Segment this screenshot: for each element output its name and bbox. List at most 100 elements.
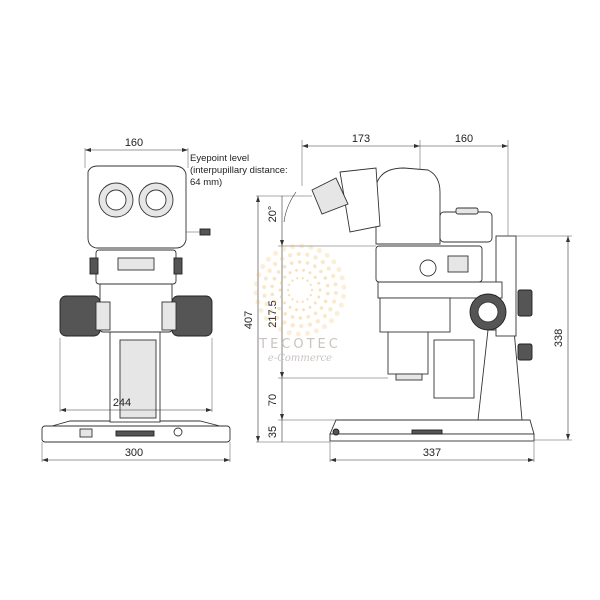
side-pillar-clamp bbox=[517, 343, 533, 361]
watermark-dot bbox=[308, 305, 312, 309]
watermark-dot bbox=[283, 275, 287, 279]
dim-front-160: 160 bbox=[125, 137, 143, 149]
front-column-inner bbox=[119, 339, 157, 419]
dim-70: 70 bbox=[267, 394, 279, 406]
watermark-dot bbox=[260, 264, 266, 269]
watermark-dot bbox=[306, 279, 309, 282]
watermark-dot bbox=[341, 293, 346, 299]
watermark-dot bbox=[295, 308, 298, 312]
dim-angle-arc bbox=[283, 191, 297, 223]
watermark-dot bbox=[299, 323, 304, 329]
watermark-dot bbox=[331, 273, 336, 279]
watermark-dot bbox=[283, 301, 287, 305]
watermark-dot bbox=[291, 298, 294, 301]
eyepoint-note-line1: Eyepoint level bbox=[190, 153, 249, 164]
front-head-lever-tip bbox=[199, 228, 211, 236]
watermark-dot bbox=[281, 246, 287, 252]
watermark-dot bbox=[288, 294, 291, 297]
side-illuminator bbox=[433, 339, 475, 399]
front-knob-hub-right bbox=[161, 301, 177, 331]
watermark-dot bbox=[313, 301, 317, 305]
watermark-dot bbox=[313, 264, 317, 269]
watermark-dot bbox=[270, 292, 275, 297]
watermark-dot bbox=[288, 283, 291, 286]
watermark-tagline: e-Commerce bbox=[268, 353, 332, 364]
side-head-front bbox=[439, 211, 493, 243]
watermark-dot bbox=[269, 309, 274, 314]
watermark-dot bbox=[256, 272, 262, 278]
watermark-dot bbox=[296, 251, 301, 257]
watermark-dot bbox=[329, 318, 334, 324]
side-head-button bbox=[455, 207, 479, 215]
front-knob-hub-left bbox=[95, 301, 111, 331]
watermark-dot bbox=[278, 327, 284, 332]
watermark-dot bbox=[322, 313, 328, 319]
watermark-dot bbox=[328, 307, 333, 312]
watermark-dot bbox=[313, 328, 319, 334]
watermark-dot bbox=[305, 330, 310, 336]
front-zoom-knob-right bbox=[173, 257, 183, 275]
watermark-dot bbox=[302, 268, 305, 272]
front-focus-knob-left bbox=[59, 295, 101, 337]
eyepoint-note-line2: (interpupillary distance: bbox=[190, 165, 288, 176]
watermark-dot bbox=[326, 291, 330, 296]
front-eyepiece-left-lens bbox=[105, 189, 127, 211]
watermark-dot bbox=[296, 277, 299, 280]
watermark-dot bbox=[341, 284, 347, 290]
watermark-dot bbox=[333, 282, 338, 287]
watermark-dot bbox=[336, 267, 342, 272]
watermark-dot bbox=[309, 283, 312, 286]
watermark-dot bbox=[301, 277, 304, 280]
watermark-dot bbox=[263, 276, 269, 281]
watermark-dot bbox=[270, 284, 275, 289]
watermark-dot bbox=[307, 322, 313, 327]
dim-217-5: 217.5 bbox=[267, 300, 279, 328]
watermark-sunburst-icon bbox=[253, 243, 347, 337]
dim-side-160: 160 bbox=[455, 133, 473, 145]
watermark-dot bbox=[315, 319, 321, 324]
watermark-dot bbox=[322, 324, 327, 330]
watermark-dot bbox=[298, 316, 303, 320]
side-base-foot bbox=[332, 428, 340, 436]
watermark-dot bbox=[313, 275, 317, 279]
dim-407: 407 bbox=[243, 311, 255, 329]
watermark-dot bbox=[319, 269, 323, 274]
watermark-dot bbox=[306, 315, 311, 319]
watermark-dot bbox=[279, 256, 285, 261]
side-zoom-knob bbox=[419, 259, 437, 277]
watermark-dot bbox=[286, 288, 290, 292]
front-view bbox=[41, 165, 231, 443]
dim-angle-20: 20° bbox=[267, 206, 279, 223]
watermark-dot bbox=[313, 311, 318, 316]
side-focus-knob-hub bbox=[477, 301, 499, 323]
dim-35: 35 bbox=[267, 426, 279, 438]
watermark-dot bbox=[270, 322, 276, 328]
watermark-dot bbox=[295, 331, 301, 337]
side-body-panel bbox=[447, 255, 469, 273]
watermark-dot bbox=[339, 275, 345, 281]
watermark-dot bbox=[264, 301, 269, 307]
watermark-dot bbox=[276, 270, 281, 274]
watermark-dot bbox=[272, 300, 277, 304]
watermark-dot bbox=[261, 284, 267, 290]
watermark-dot bbox=[290, 244, 295, 250]
watermark-dot bbox=[283, 312, 288, 316]
watermark-dot bbox=[296, 300, 299, 303]
watermark-dot bbox=[323, 299, 328, 304]
watermark-brand: TECOTEC bbox=[258, 337, 341, 352]
watermark-dot bbox=[302, 308, 305, 312]
watermark-dot bbox=[258, 308, 264, 313]
watermark-dot bbox=[317, 281, 321, 285]
side-objective bbox=[387, 329, 429, 375]
watermark-dot bbox=[277, 306, 281, 311]
watermark-dot bbox=[273, 250, 278, 256]
watermark-dot bbox=[320, 260, 325, 265]
side-objective-tip bbox=[395, 373, 423, 381]
watermark-dot bbox=[306, 298, 309, 301]
watermark-dot bbox=[289, 261, 294, 266]
front-base-knob bbox=[173, 427, 183, 437]
watermark-dot bbox=[254, 281, 259, 287]
front-zoom-knob-left bbox=[89, 257, 99, 275]
watermark-logo bbox=[253, 243, 347, 337]
